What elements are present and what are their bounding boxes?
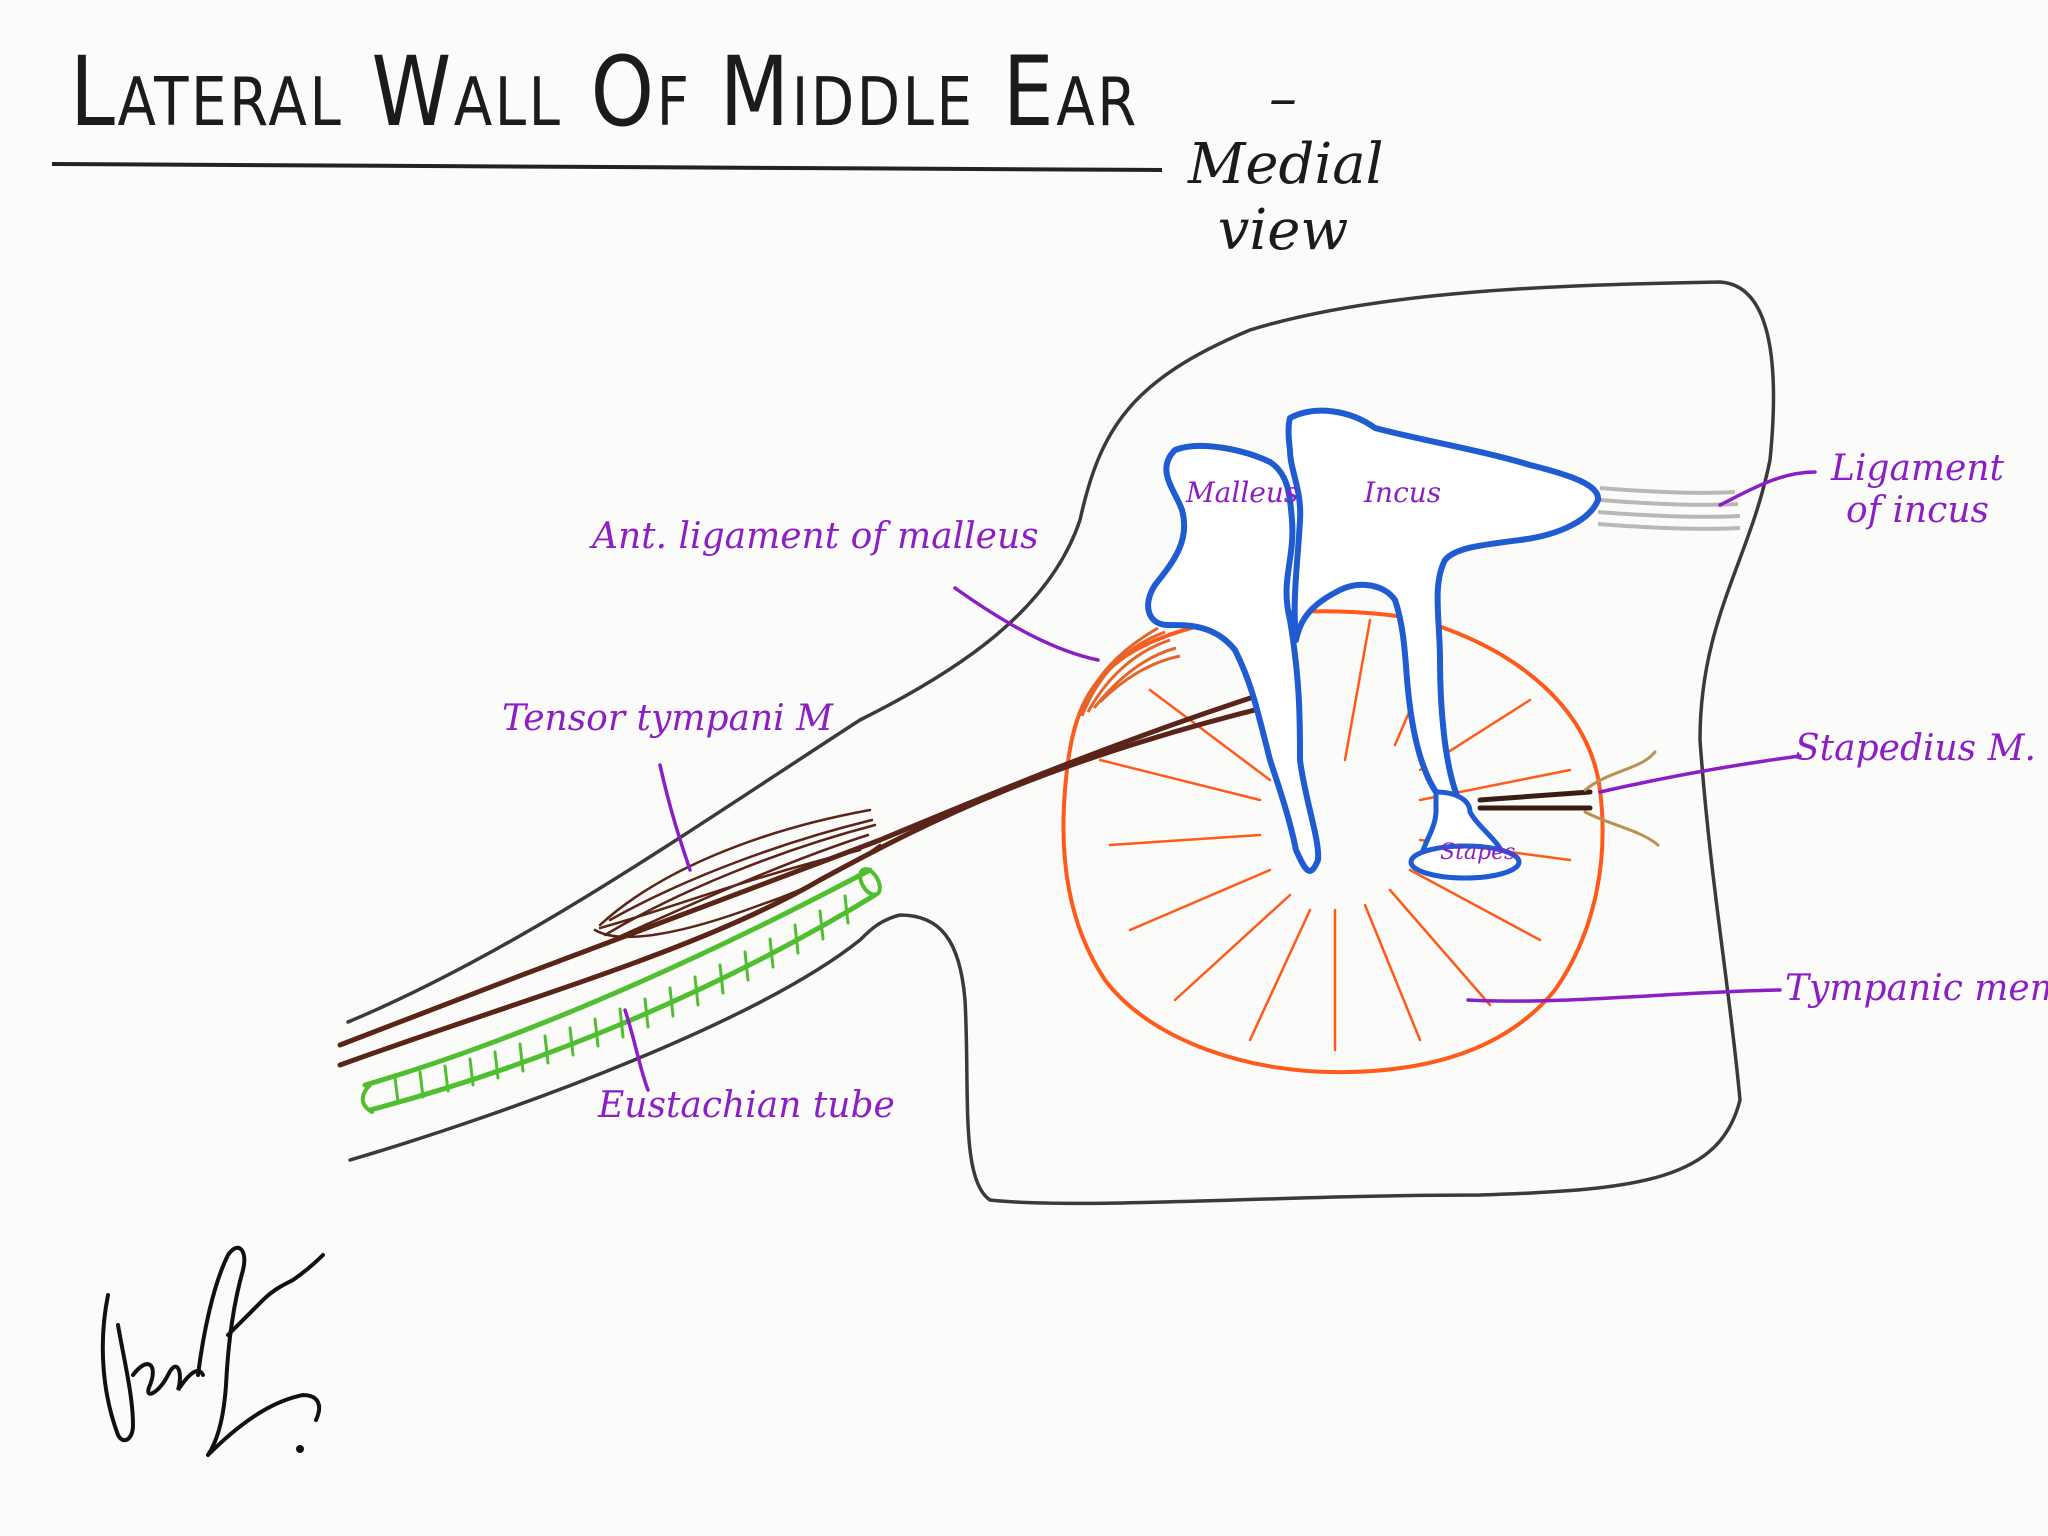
middle-ear-cavity-outline [346,280,1776,1206]
malleus-bone [1145,442,1322,874]
ligament-of-incus [1597,486,1741,531]
author-signature [100,1245,325,1457]
leader-tensor-tympani [658,763,692,872]
leader-eustachian-tube [623,1008,650,1092]
label-stapedius: Stapedius M. [1795,728,2036,769]
leader-lines [623,470,1817,1092]
label-stapes: Stapes [1440,840,1516,865]
leader-ligament-incus [1718,470,1817,507]
stapedius-muscle [1477,750,1660,847]
diagram-subtitle: – Medial view [1188,66,1384,263]
label-tympanic-membrane: Tympanic memb [1785,968,2048,1009]
eustachian-tube [360,867,882,1114]
label-tensor-tympani: Tensor tympani M [502,698,833,739]
label-malleus: Malleus [1186,476,1299,509]
anterior-ligament-of-malleus [1076,626,1181,719]
title-underline [51,162,1163,172]
leader-tympanic-membrane [1466,988,1782,1003]
leader-ant-ligament [953,586,1100,662]
label-eustachian-tube: Eustachian tube [598,1085,895,1126]
diagram-title: Lateral Wall Of Middle Ear [70,36,1139,148]
label-incus: Incus [1364,476,1442,509]
leader-stapedius [1598,754,1802,794]
incus-bone [1285,407,1601,804]
stapes-bone [1408,789,1522,881]
tensor-tympani-muscle [337,687,1278,1068]
tympanic-membrane-striations [1098,618,1572,1052]
label-ant-ligament-of-malleus: Ant. ligament of malleus [592,516,1039,557]
label-ligament-of-incus: Ligament of incus [1830,448,2005,531]
